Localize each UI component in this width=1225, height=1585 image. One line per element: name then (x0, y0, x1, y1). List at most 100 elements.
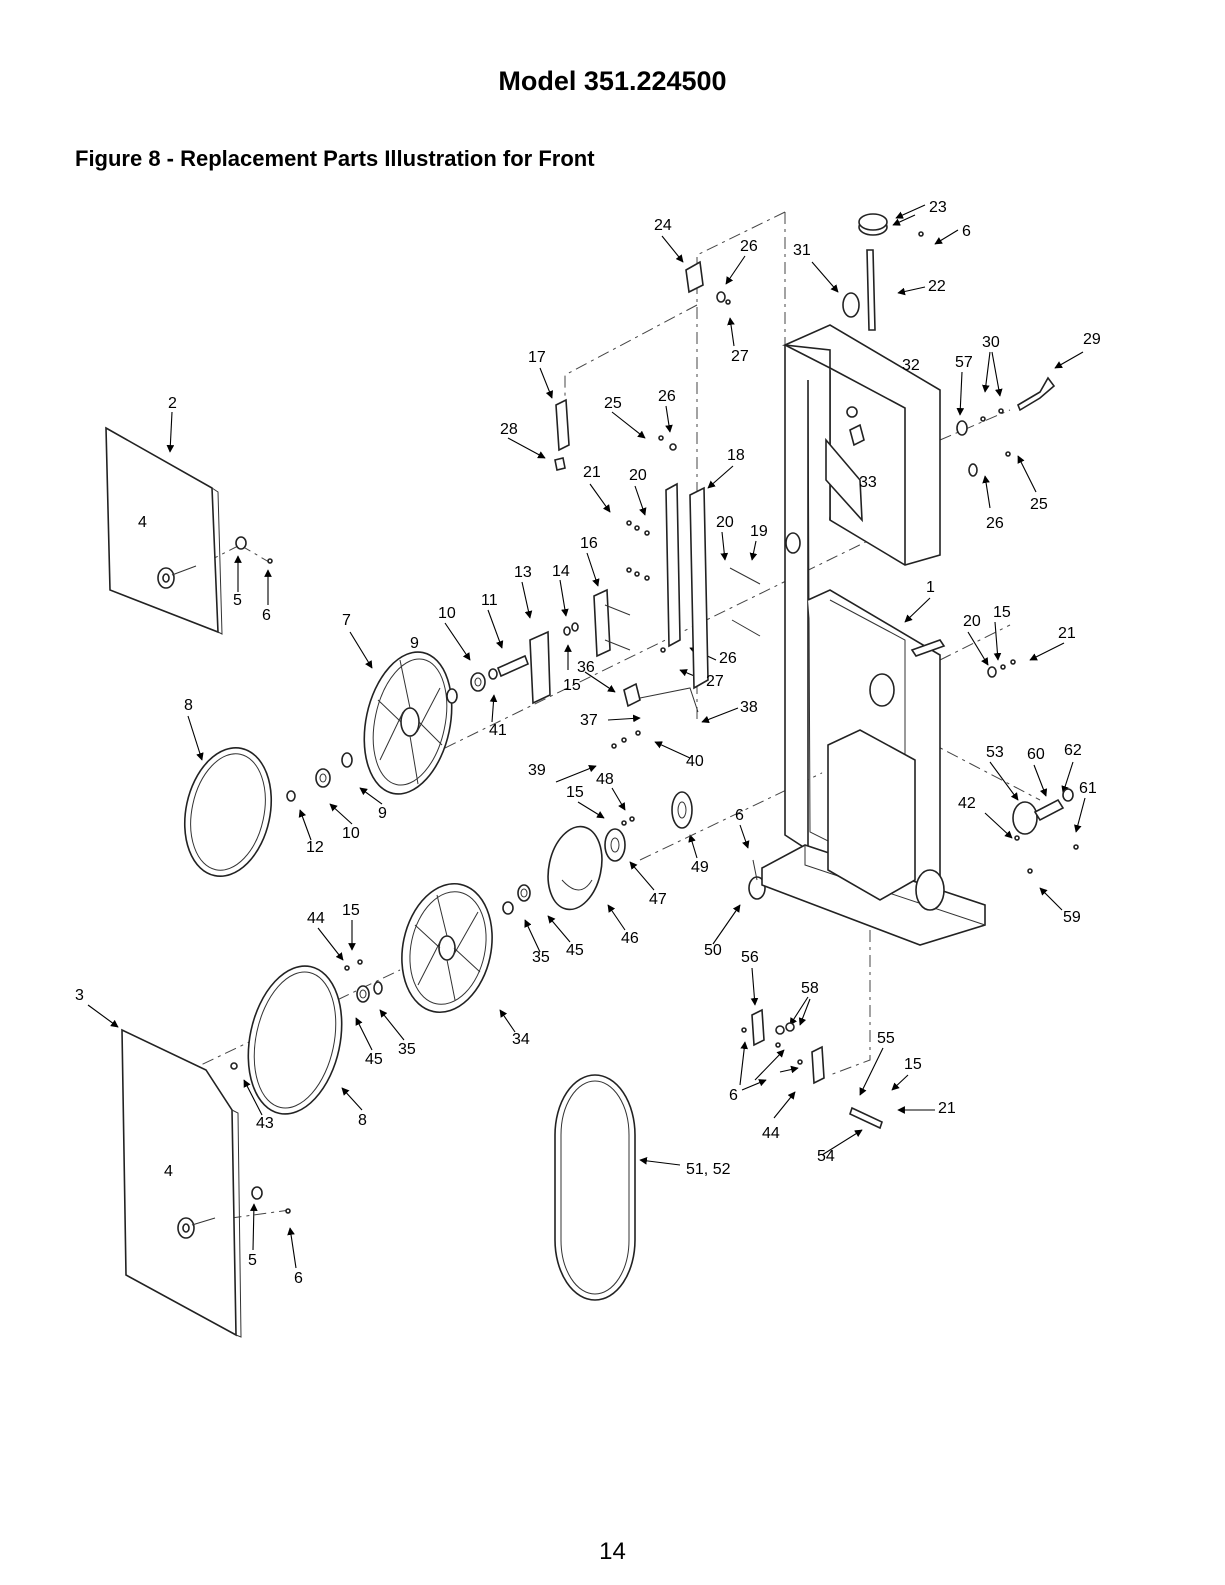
callout-26-d: 26 (986, 515, 1004, 532)
upper-wheel (363, 651, 453, 795)
callout-15-e: 15 (904, 1056, 922, 1073)
leader-arrow (589, 483, 611, 513)
leader-arrow (798, 998, 811, 1026)
callout-6-lower-door: 6 (294, 1270, 303, 1287)
callout-26-b: 26 (658, 388, 676, 405)
leader-arrow (741, 1079, 767, 1091)
guide-parts (554, 260, 761, 749)
callout-6-upper-door: 6 (262, 607, 271, 624)
leader-arrow (956, 371, 965, 416)
callout-16: 16 (580, 535, 598, 552)
callout-35-a: 35 (532, 949, 550, 966)
leader-arrow (739, 1041, 749, 1086)
callout-32: 32 (902, 357, 920, 374)
lower-tire (247, 965, 343, 1115)
leader-arrow (712, 904, 741, 945)
leader-arrow (559, 579, 569, 617)
leader-arrow (982, 475, 991, 509)
leader-arrow (521, 581, 533, 619)
callout-34: 34 (512, 1031, 530, 1048)
leader-arrow (187, 715, 204, 761)
callout-55: 55 (877, 1030, 895, 1047)
leader-arrow (701, 707, 739, 724)
leader-arrow (1017, 455, 1037, 493)
callout-28: 28 (500, 421, 518, 438)
leader-arrow (897, 286, 926, 296)
callout-54: 54 (817, 1148, 835, 1165)
leader-arrow (665, 405, 673, 433)
callout-26-a: 26 (740, 238, 758, 255)
callout-21-a: 21 (583, 464, 601, 481)
door-knob-lower (177, 1062, 291, 1239)
leader-arrow (727, 317, 735, 347)
leader-arrow (720, 531, 729, 561)
leader-arrow (1054, 351, 1084, 369)
upper-door-panel (105, 426, 223, 635)
callout-47: 47 (649, 891, 667, 908)
leader-arrow (789, 996, 809, 1026)
callout-9-lower: 9 (378, 805, 387, 822)
callout-4-upper: 4 (138, 514, 147, 531)
callout-43: 43 (256, 1115, 274, 1132)
callout-6-lower-guide: 6 (729, 1087, 738, 1104)
callout-20-a: 20 (629, 467, 647, 484)
leader-arrow (739, 824, 750, 849)
leader-arrow (611, 787, 626, 811)
callout-40: 40 (686, 753, 704, 770)
leader-arrow (754, 1049, 785, 1081)
callout-51-52: 51, 52 (686, 1161, 731, 1178)
leader-arrow (349, 631, 373, 669)
leader-arrow (341, 1087, 363, 1111)
leader-arrow (586, 552, 600, 587)
leader-arrow (629, 861, 655, 891)
leader-arrow (547, 915, 571, 943)
leader-arrow (984, 812, 1013, 839)
callout-8-lower: 8 (358, 1112, 367, 1129)
saw-blade (554, 1074, 636, 1301)
callout-24: 24 (654, 217, 672, 234)
leader-arrow (577, 801, 605, 819)
leader-arrow (1039, 887, 1063, 911)
callout-14: 14 (552, 563, 570, 580)
callout-49: 49 (691, 859, 709, 876)
leader-arrow (991, 351, 1003, 397)
callout-27-a: 27 (731, 348, 749, 365)
callout-61: 61 (1079, 780, 1097, 797)
page-number: 14 (599, 1538, 626, 1565)
callout-23: 23 (929, 199, 947, 216)
small-hardware (286, 588, 766, 1003)
callout-29: 29 (1083, 331, 1101, 348)
callout-45-a: 45 (566, 942, 584, 959)
leader-arrow (524, 919, 541, 953)
leader-arrow (688, 834, 698, 859)
callout-6-top: 6 (962, 223, 971, 240)
leader-arrow (1074, 797, 1086, 833)
callout-41: 41 (489, 722, 507, 739)
leader-lines (87, 204, 1086, 1269)
callout-3: 3 (75, 987, 84, 1004)
callout-27-b: 27 (706, 673, 724, 690)
lower-wheel (401, 882, 493, 1014)
callout-labels: 1 2 3 4 4 5 5 6 6 6 6 6 7 8 8 9 9 10 10 … (75, 199, 1101, 1287)
callout-20-b: 20 (716, 514, 734, 531)
callout-15-c: 15 (342, 902, 360, 919)
callout-58: 58 (801, 980, 819, 997)
leader-arrow (607, 714, 641, 723)
callout-53: 53 (986, 744, 1004, 761)
leader-arrow (444, 622, 471, 661)
callout-22: 22 (928, 278, 946, 295)
leader-arrow (904, 597, 931, 623)
callout-46: 46 (621, 930, 639, 947)
leader-arrow (639, 1157, 681, 1166)
callout-21-c: 21 (938, 1100, 956, 1117)
callout-50: 50 (704, 942, 722, 959)
leader-arrow (725, 255, 746, 285)
callout-57: 57 (955, 354, 973, 371)
callout-17: 17 (528, 349, 546, 366)
callout-13: 13 (514, 564, 532, 581)
callout-56: 56 (741, 949, 759, 966)
callout-10-lower: 10 (342, 825, 360, 842)
callout-45-b: 45 (365, 1051, 383, 1068)
callout-18: 18 (727, 447, 745, 464)
leader-arrow (166, 411, 175, 453)
